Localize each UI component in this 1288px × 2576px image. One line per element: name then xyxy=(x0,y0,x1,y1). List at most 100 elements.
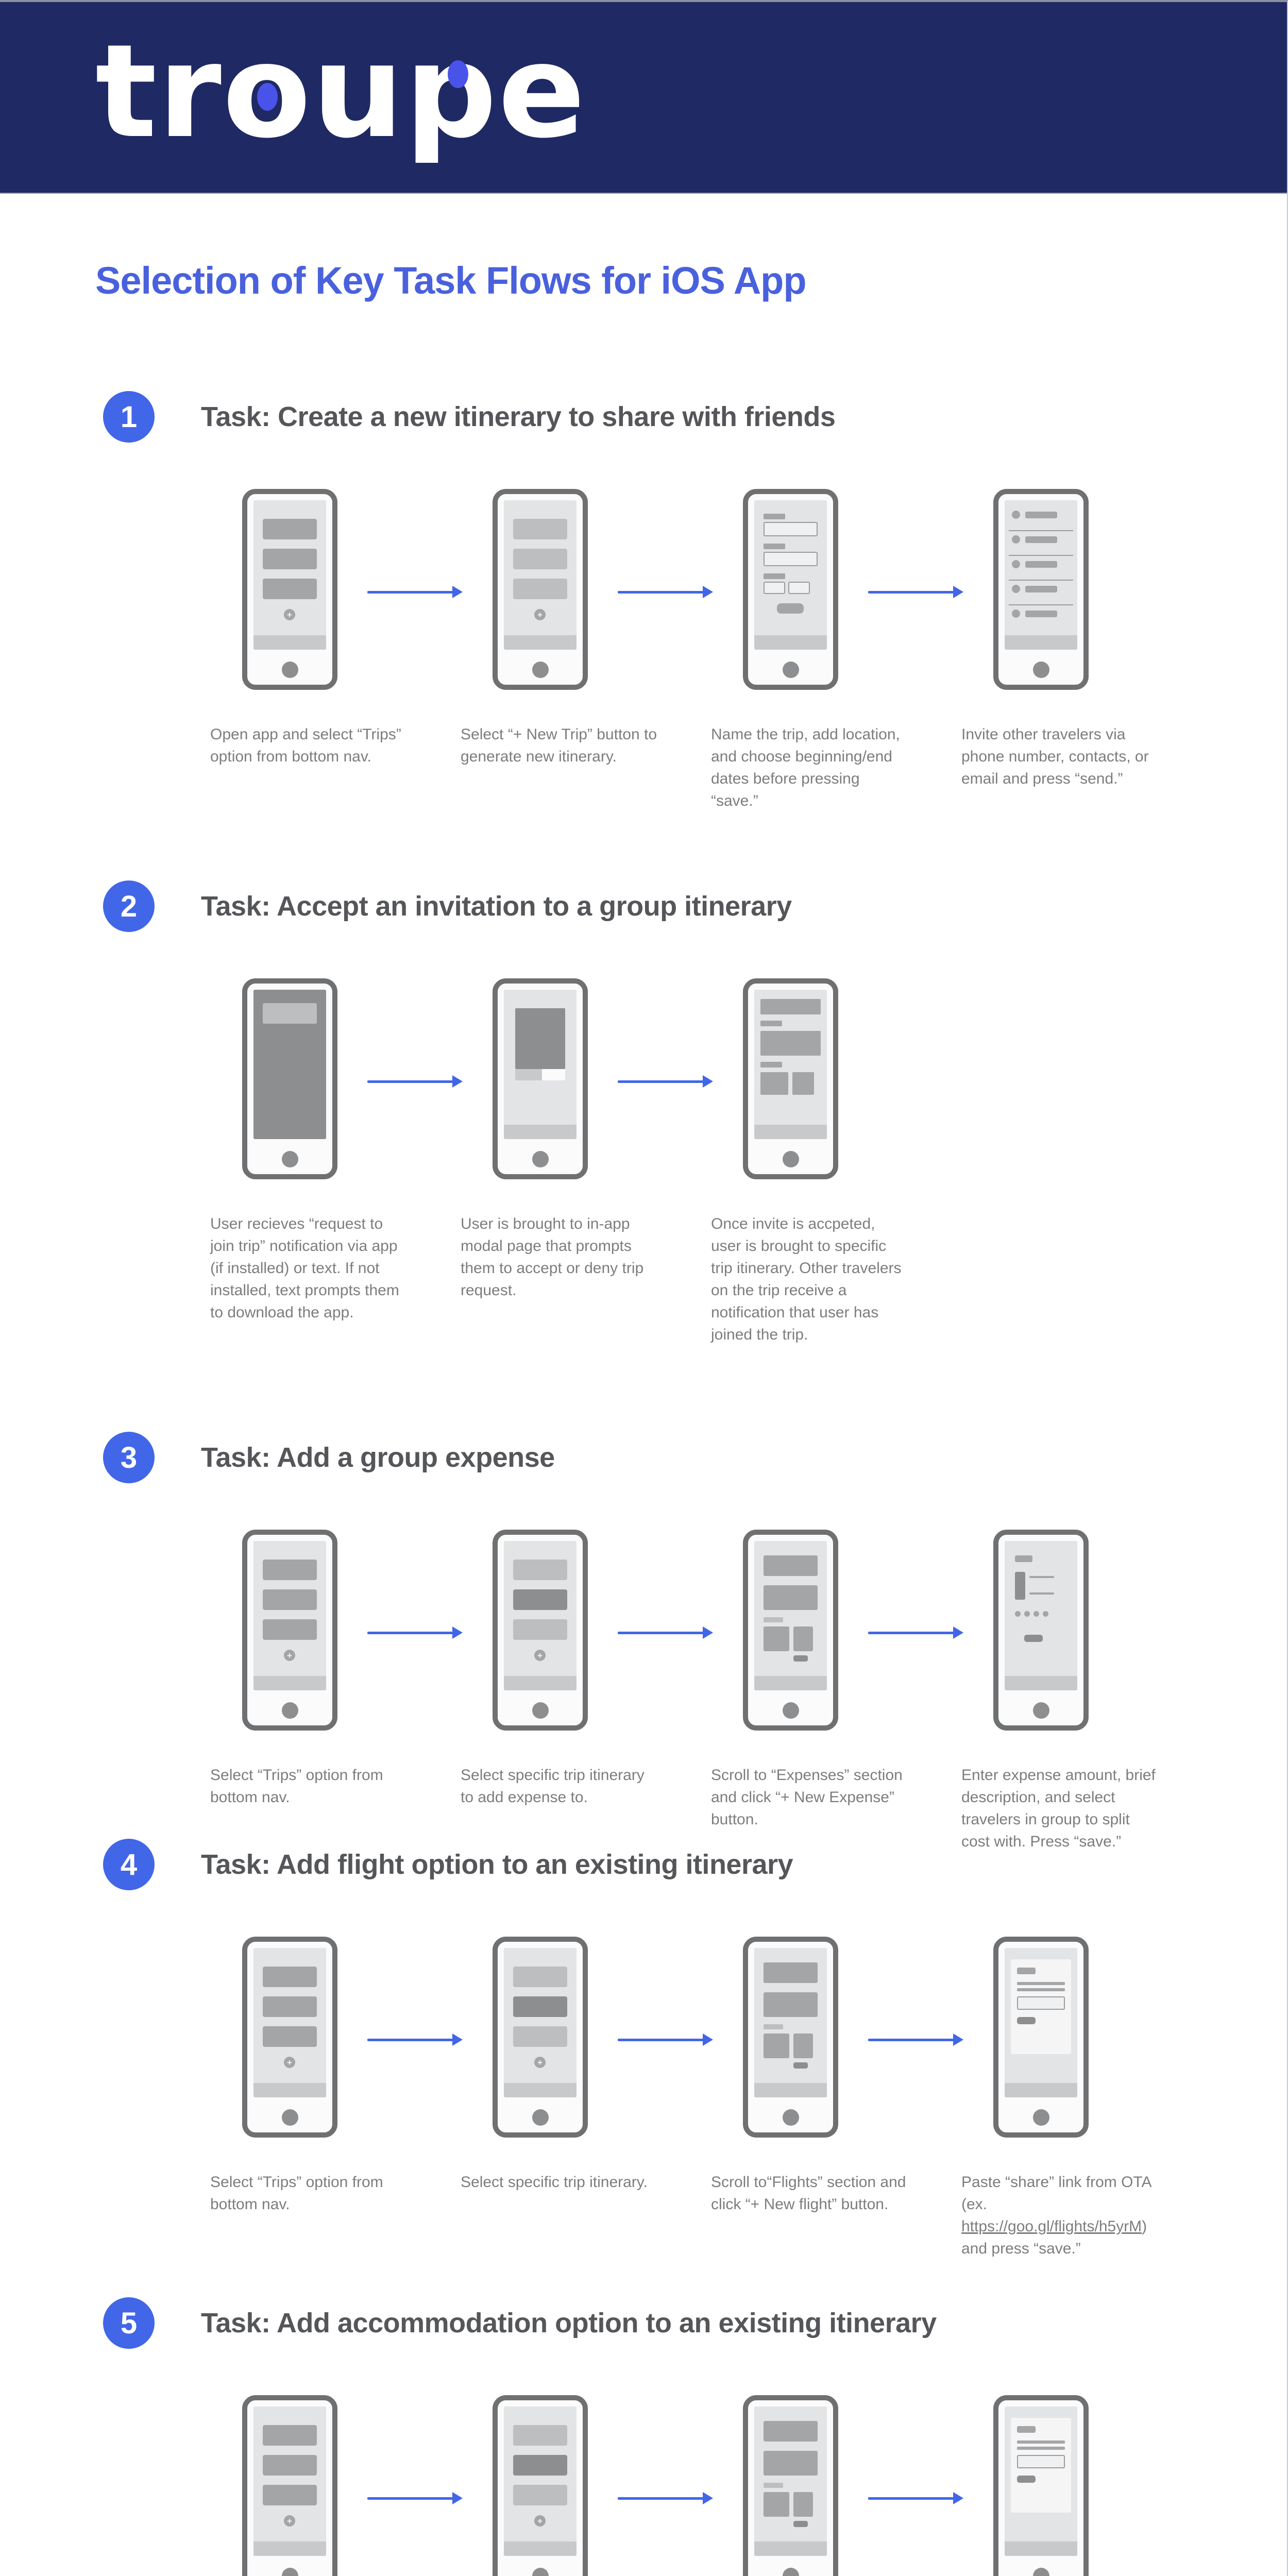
phone-screen: + xyxy=(504,1541,577,1690)
bottom-nav-bar xyxy=(754,635,827,650)
caption-text: Paste “share” link from OTA (ex. xyxy=(961,2174,1151,2213)
logo-letter: u xyxy=(312,16,405,166)
home-button xyxy=(281,662,298,678)
screen-block xyxy=(263,1589,317,1610)
screen-block xyxy=(792,1072,814,1095)
screen-block xyxy=(764,1585,818,1610)
plus-icon: + xyxy=(534,1650,546,1661)
screen-block xyxy=(1029,1576,1054,1578)
phone-mockup-invite-contacts-screen xyxy=(993,489,1089,690)
plus-icon: + xyxy=(284,2515,295,2527)
screen-block xyxy=(793,1655,808,1662)
screen-block xyxy=(263,1996,317,2017)
phone-mockup-accommodation-link-form-screen xyxy=(993,2395,1089,2576)
flow-arrow-icon xyxy=(868,586,963,598)
task-title: Task: Create a new itinerary to share wi… xyxy=(201,401,836,432)
phone-screen xyxy=(1005,1948,1077,2097)
arrow-head xyxy=(953,586,963,598)
flow-arrow-icon xyxy=(868,2492,963,2504)
phone-mockup-trips-list-screen: + xyxy=(242,2395,337,2576)
flow-arrow-icon xyxy=(367,1075,463,1088)
screen-block xyxy=(263,579,317,599)
phone-mockup-flight-link-form-screen xyxy=(993,1937,1089,2138)
caption-text: Select “+ New Trip” button to generate n… xyxy=(461,726,657,765)
flow-arrow-icon xyxy=(367,586,463,598)
home-button xyxy=(532,2568,549,2576)
task-title: Task: Add a group expense xyxy=(201,1442,555,1473)
input-box xyxy=(764,552,818,566)
phone-screen: + xyxy=(504,2406,577,2556)
bottom-nav-bar xyxy=(1005,635,1077,650)
screen-block xyxy=(263,2425,317,2446)
logo-letter: o xyxy=(223,25,312,159)
caption-text: Name the trip, add location, and choose … xyxy=(711,726,900,809)
screen-block xyxy=(513,579,567,599)
ota-link[interactable]: https://goo.gl/flights/h5yrM xyxy=(961,2218,1142,2235)
arrow-head xyxy=(452,586,463,598)
step-number-badge: 3 xyxy=(103,1432,155,1483)
brand-logo: troupe xyxy=(95,25,586,169)
brand-header: troupe xyxy=(0,2,1287,194)
bottom-nav-bar xyxy=(754,2541,827,2556)
screen-block xyxy=(515,1069,542,1080)
bottom-nav-bar xyxy=(754,2083,827,2097)
phone-screen xyxy=(253,990,326,1139)
screen-block xyxy=(793,2492,813,2517)
screen-block xyxy=(513,549,567,569)
step-caption: Select “+ New Trip” button to generate n… xyxy=(461,723,659,768)
step-caption: Name the trip, add location, and choose … xyxy=(711,723,909,812)
step-caption: Scroll to“Flights” section and click “+ … xyxy=(711,2171,909,2215)
screen-block xyxy=(1025,561,1057,568)
home-button xyxy=(782,2568,799,2576)
phone-mockup-trip-form-screen xyxy=(743,489,838,690)
screen-block xyxy=(764,2421,818,2442)
plus-icon: + xyxy=(534,2057,546,2068)
screen-dot xyxy=(1012,511,1020,519)
bottom-nav-bar xyxy=(253,635,326,650)
screen-block xyxy=(760,999,821,1014)
arrow-head xyxy=(953,1626,963,1639)
caption-text: Open app and select “Trips” option from … xyxy=(210,726,401,765)
screen-block xyxy=(793,1626,813,1651)
home-button xyxy=(281,2568,298,2576)
task-title: Task: Accept an invitation to a group it… xyxy=(201,891,792,922)
bottom-nav-bar xyxy=(1005,1676,1077,1690)
phone-screen xyxy=(1005,500,1077,650)
screen-block xyxy=(1017,1982,1065,1985)
step-caption: User recieves “request to join trip” not… xyxy=(210,1213,409,1324)
screen-block xyxy=(1017,2441,1065,2444)
phone-mockup-notification-screen xyxy=(242,978,337,1179)
step-caption: Open app and select “Trips” option from … xyxy=(210,723,409,768)
screen-block xyxy=(1029,1592,1054,1595)
bottom-nav-bar xyxy=(754,1676,827,1690)
task-title: Task: Add accommodation option to an exi… xyxy=(201,2308,937,2338)
phone-mockup-trip-selected-screen: + xyxy=(493,1530,588,1731)
screen-dot xyxy=(1033,1611,1039,1617)
step-caption: Select “Trips” option from bottom nav. xyxy=(210,2171,409,2215)
phone-screen xyxy=(1005,1541,1077,1690)
input-box xyxy=(1017,2455,1065,2468)
screen-block xyxy=(263,2485,317,2505)
screen-block xyxy=(760,1031,821,1056)
phone-mockup-new-trip-screen: + xyxy=(493,489,588,690)
screen-block xyxy=(793,2033,813,2058)
screen-block xyxy=(1025,611,1057,617)
flow-arrow-icon xyxy=(367,2033,463,2046)
screen-block xyxy=(760,1072,788,1095)
screen-block xyxy=(793,2062,808,2069)
step-caption: Scroll to “Expenses” section and click “… xyxy=(711,1764,909,1831)
arrow-head xyxy=(703,586,713,598)
screen-dot xyxy=(1012,609,1020,618)
screen-block xyxy=(1009,530,1073,531)
phone-mockup-trips-list-screen: + xyxy=(242,489,337,690)
screen-block xyxy=(1025,586,1057,592)
arrow-shaft xyxy=(868,2039,955,2041)
arrow-head xyxy=(452,2492,463,2504)
step-number-badge: 4 xyxy=(103,1839,155,1890)
screen-block xyxy=(263,2026,317,2047)
screen-block xyxy=(1009,580,1073,581)
